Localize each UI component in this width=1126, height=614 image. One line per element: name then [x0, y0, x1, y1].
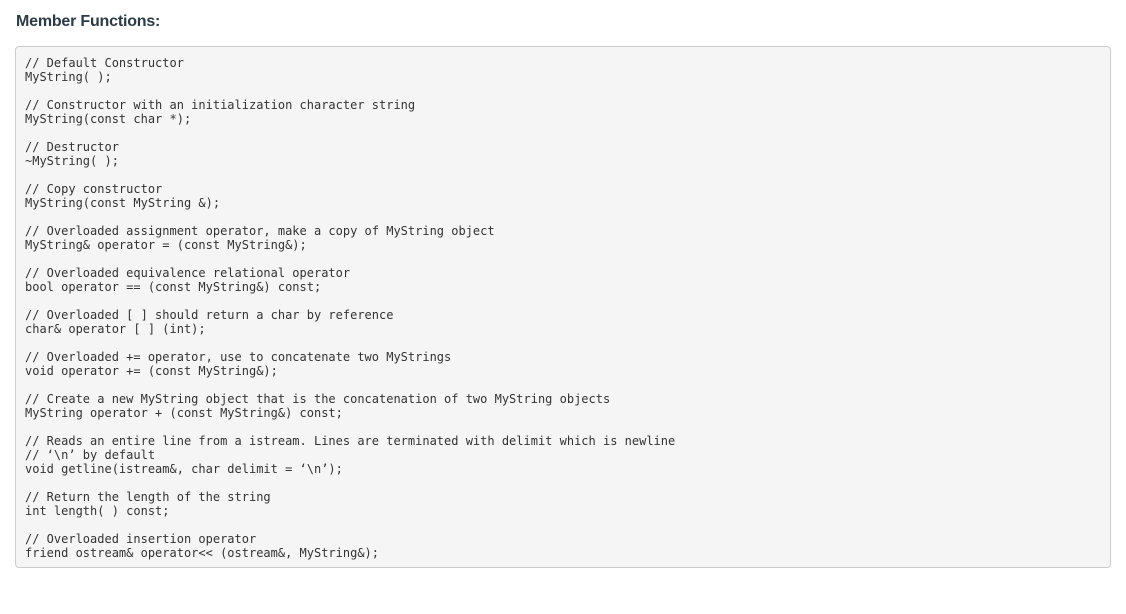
code-line: // Overloaded equivalence relational ope…	[25, 266, 351, 280]
code-line	[25, 336, 1101, 350]
code-line: MyString& operator = (const MyString&);	[25, 238, 307, 252]
code-line: // Overloaded += operator, use to concat…	[25, 350, 452, 364]
code-line	[25, 420, 1101, 434]
code-line: // Default Constructor	[25, 56, 184, 70]
code-line	[25, 378, 1101, 392]
code-line: // ‘\n’ by default	[25, 448, 156, 462]
code-line: MyString(const MyString &);	[25, 196, 221, 210]
code-line	[25, 252, 1101, 266]
code-line: // Overloaded assignment operator, make …	[25, 224, 495, 238]
code-line: ~MyString( );	[25, 154, 119, 168]
code-line: // Reads an entire line from a istream. …	[25, 434, 676, 448]
code-line: void operator += (const MyString&);	[25, 364, 278, 378]
code-line	[25, 518, 1101, 532]
code-line: // Return the length of the string	[25, 490, 271, 504]
code-line: // Overloaded [ ] should return a char b…	[25, 308, 394, 322]
code-line: bool operator == (const MyString&) const…	[25, 280, 322, 294]
code-line	[25, 84, 1101, 98]
code-line	[25, 168, 1101, 182]
code-line	[25, 210, 1101, 224]
code-line: // Overloaded insertion operator	[25, 532, 257, 546]
section-heading: Member Functions:	[16, 13, 161, 30]
code-line	[25, 476, 1101, 490]
code-line	[25, 294, 1101, 308]
code-line: void getline(istream&, char delimit = ‘\…	[25, 462, 343, 476]
code-line: // Create a new MyString object that is …	[25, 392, 611, 406]
code-line: MyString operator + (const MyString&) co…	[25, 406, 343, 420]
code-line: // Constructor with an initialization ch…	[25, 98, 416, 112]
code-line: int length( ) const;	[25, 504, 170, 518]
code-line: // Destructor	[25, 140, 119, 154]
code-line: MyString( );	[25, 70, 112, 84]
code-line	[25, 126, 1101, 140]
code-line: char& operator [ ] (int);	[25, 322, 206, 336]
code-line: friend ostream& operator<< (ostream&, My…	[25, 546, 380, 560]
code-line: MyString(const char *);	[25, 112, 192, 126]
code-line: // Copy constructor	[25, 182, 163, 196]
